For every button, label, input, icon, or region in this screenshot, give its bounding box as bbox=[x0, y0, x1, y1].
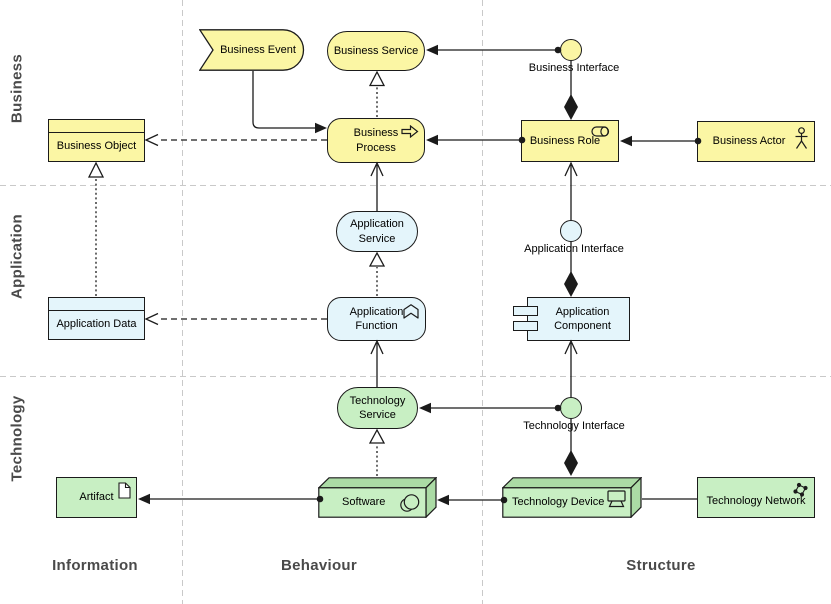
access-application-function-to-application-data bbox=[144, 312, 327, 326]
business-object-node[interactable]: Business Object bbox=[48, 119, 145, 162]
application-function-label: Application Function bbox=[349, 305, 404, 332]
component-tab-bottom-icon bbox=[513, 321, 538, 331]
assignment-technology-interface-to-technology-service bbox=[419, 402, 562, 414]
serving-application-interface-to-business-role bbox=[564, 161, 578, 220]
business-event-label: Business Event bbox=[220, 43, 296, 56]
function-chevron-icon bbox=[403, 304, 419, 319]
application-component-node[interactable]: Application Component bbox=[527, 297, 630, 341]
technology-interface-node[interactable] bbox=[560, 397, 582, 419]
technology-network-label: Technology Network bbox=[706, 495, 806, 508]
technology-interface-label: Technology Interface bbox=[507, 420, 641, 432]
technology-network-node[interactable]: Technology Network bbox=[697, 477, 815, 518]
row-label-application: Application bbox=[8, 214, 26, 299]
assignment-business-role-to-business-process bbox=[426, 134, 526, 146]
role-cylinder-icon bbox=[591, 126, 610, 137]
serving-technology-service-to-application-function bbox=[370, 339, 384, 387]
business-actor-label: Business Actor bbox=[712, 135, 786, 148]
application-data-node[interactable]: Application Data bbox=[48, 297, 145, 340]
software-node-shape bbox=[317, 476, 438, 519]
device-monitor-icon bbox=[607, 490, 626, 508]
application-data-topbar bbox=[49, 298, 144, 311]
assignment-software-to-artifact bbox=[138, 493, 324, 505]
business-actor-node[interactable]: Business Actor bbox=[697, 121, 815, 162]
business-process-node[interactable]: Business Process bbox=[327, 118, 425, 163]
column-label-information: Information bbox=[52, 557, 138, 574]
application-component-label: Application Component bbox=[554, 305, 611, 332]
application-service-label: Application Service bbox=[350, 218, 404, 245]
application-data-label: Application Data bbox=[56, 317, 137, 330]
column-label-behaviour: Behaviour bbox=[280, 557, 358, 574]
software-label: Software bbox=[342, 496, 386, 508]
network-nodes-icon bbox=[793, 482, 808, 497]
software-node[interactable]: Software bbox=[317, 476, 438, 519]
artifact-document-icon bbox=[118, 482, 131, 499]
artifact-node[interactable]: Artifact bbox=[56, 477, 137, 518]
component-tab-top-icon bbox=[513, 306, 538, 316]
system-software-circles-icon bbox=[400, 494, 420, 512]
application-interface-label: Application Interface bbox=[507, 243, 641, 255]
artifact-label: Artifact bbox=[79, 491, 114, 504]
realization-application-data-to-business-object bbox=[87, 161, 105, 296]
actor-figure-icon bbox=[795, 127, 808, 149]
business-role-node[interactable]: Business Role bbox=[521, 120, 619, 162]
application-service-node[interactable]: Application Service bbox=[336, 211, 418, 252]
business-process-label: Business Process bbox=[353, 127, 399, 154]
business-service-label: Business Service bbox=[333, 44, 419, 57]
triggering-business-event-to-business-process bbox=[252, 71, 327, 134]
technology-device-node[interactable]: Technology Device bbox=[501, 476, 643, 519]
application-function-node[interactable]: Application Function bbox=[327, 297, 426, 341]
technology-service-label: Technology Service bbox=[349, 394, 406, 421]
row-label-technology: Technology bbox=[8, 395, 26, 482]
assignment-technology-device-to-software bbox=[437, 494, 508, 506]
serving-technology-interface-to-application-component bbox=[564, 339, 578, 397]
serving-application-service-to-business-process bbox=[370, 161, 384, 211]
assignment-business-actor-to-business-role bbox=[620, 135, 702, 147]
business-object-label: Business Object bbox=[56, 139, 137, 152]
business-interface-node[interactable] bbox=[560, 39, 582, 61]
technology-device-label: Technology Device bbox=[512, 496, 605, 508]
realization-business-process-to-business-service bbox=[368, 70, 386, 117]
column-label-structure: Structure bbox=[626, 557, 696, 574]
business-interface-label: Business Interface bbox=[512, 62, 636, 74]
process-arrow-icon bbox=[401, 125, 419, 138]
business-object-topbar bbox=[49, 120, 144, 133]
realization-software-to-technology-service bbox=[368, 428, 386, 476]
business-service-node[interactable]: Business Service bbox=[327, 31, 425, 71]
technology-service-node[interactable]: Technology Service bbox=[337, 387, 418, 429]
row-label-business: Business bbox=[8, 53, 26, 124]
business-role-label: Business Role bbox=[529, 134, 601, 147]
access-business-process-to-business-object bbox=[144, 133, 327, 147]
assignment-business-interface-to-business-service bbox=[426, 44, 562, 56]
business-event-node[interactable]: Business Event bbox=[199, 29, 305, 71]
realization-application-function-to-application-service bbox=[368, 251, 386, 296]
application-interface-node[interactable] bbox=[560, 220, 582, 242]
